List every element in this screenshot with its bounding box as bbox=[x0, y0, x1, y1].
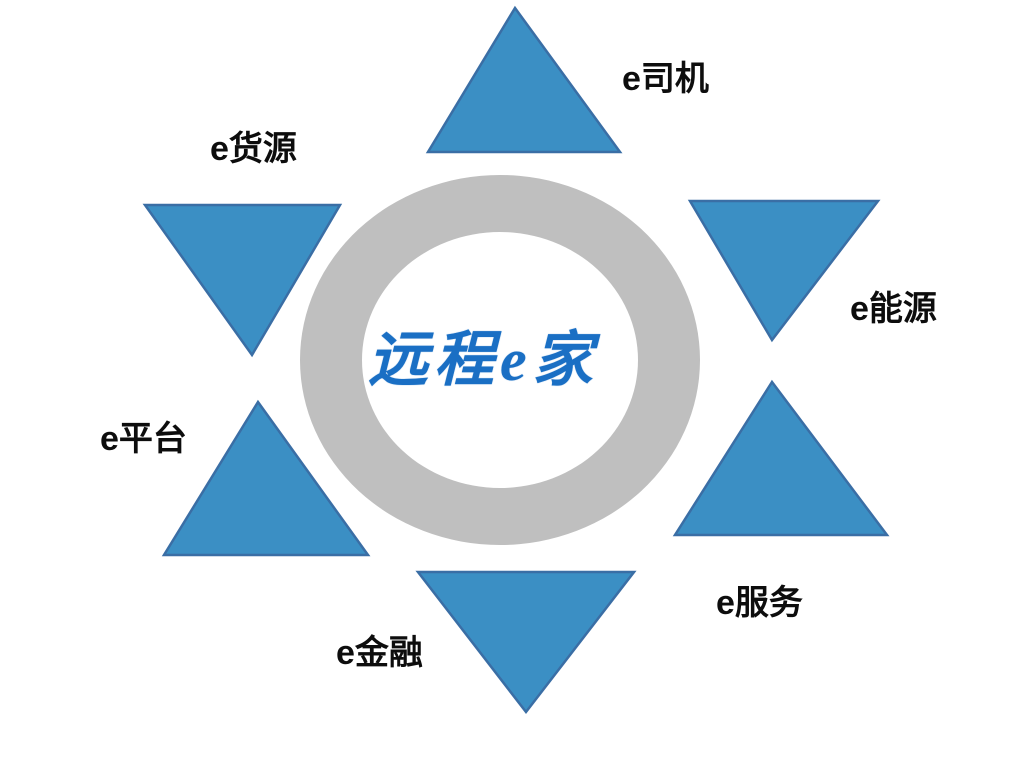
triangle-platform[interactable] bbox=[161, 399, 371, 557]
center-ring-group bbox=[300, 175, 700, 545]
triangle-finance[interactable] bbox=[415, 570, 637, 715]
triangle-cargo[interactable] bbox=[142, 203, 343, 358]
node-label-platform: e平台 bbox=[100, 420, 187, 458]
node-label-finance: e金融 bbox=[336, 634, 423, 672]
center-ring-inner-hole bbox=[362, 232, 638, 488]
triangle-driver[interactable] bbox=[425, 5, 623, 154]
triangle-service[interactable] bbox=[672, 379, 890, 537]
node-label-energy: e能源 bbox=[850, 290, 937, 328]
triangle-energy[interactable] bbox=[687, 199, 881, 343]
node-label-service: e服务 bbox=[716, 584, 803, 622]
center-brand-text: 远程e家 bbox=[368, 327, 599, 393]
node-label-driver: e司机 bbox=[622, 60, 709, 98]
node-label-cargo: e货源 bbox=[210, 130, 297, 168]
